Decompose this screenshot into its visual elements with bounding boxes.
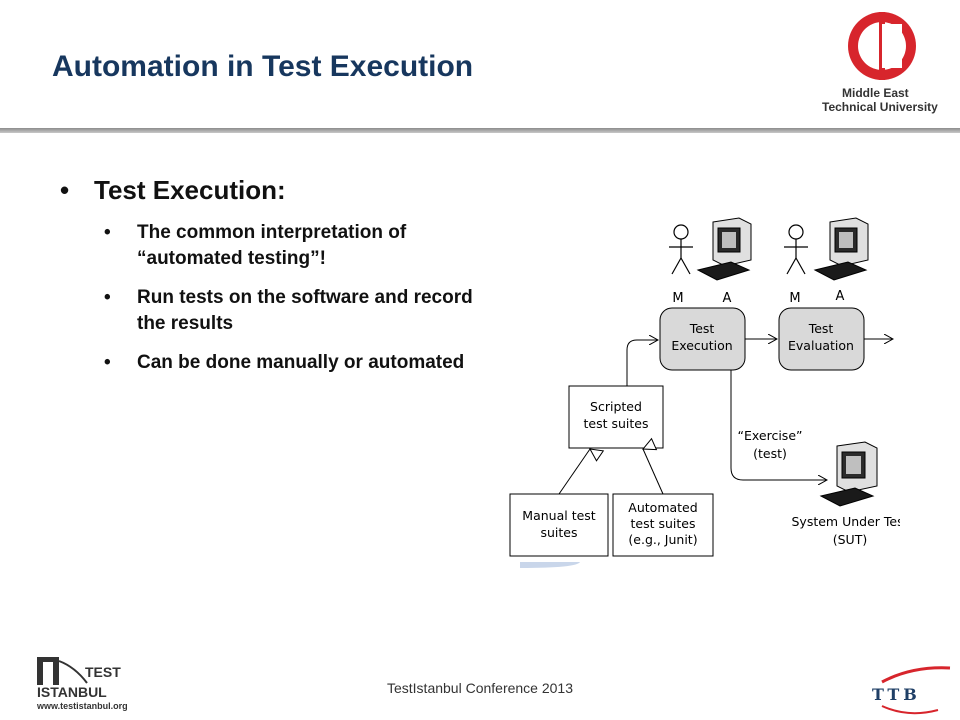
- ttb-text: TTB: [872, 685, 921, 704]
- exercise-arrow: [730, 370, 827, 480]
- sut-label: (SUT): [833, 532, 867, 547]
- automated-suites-label: test suites: [631, 516, 696, 531]
- flow-arrow: [626, 340, 658, 386]
- exercise-label: “Exercise”: [738, 428, 803, 443]
- ttb-logo: TTB: [872, 666, 951, 715]
- university-name-line1: Middle East: [842, 86, 909, 100]
- sut-computer-icon: [819, 441, 878, 507]
- exercise-label: (test): [753, 446, 787, 461]
- footer-conference: TestIstanbul Conference 2013: [386, 680, 573, 696]
- scripted-suites-label: test suites: [584, 416, 649, 431]
- manual-suites-label: Manual test: [522, 508, 595, 523]
- manual-marker-label: M: [789, 291, 800, 306]
- bullet-list: Test Execution: The common interpretatio…: [60, 175, 500, 389]
- slide-header: Automation in Test Execution Middle East…: [0, 0, 960, 128]
- test-execution-label: Execution: [671, 338, 732, 353]
- generalization-arrow: [558, 449, 590, 495]
- test-evaluation-label: Evaluation: [788, 338, 854, 353]
- computer-icon: [813, 217, 869, 281]
- logo-url: www.testistanbul.org: [37, 701, 128, 711]
- slide-title: Automation in Test Execution: [52, 50, 474, 83]
- automated-marker-label: A: [723, 291, 732, 306]
- sut-label: System Under Test: [791, 514, 900, 529]
- sub-bullet: The common interpretation of “automated …: [60, 220, 500, 272]
- logo-istanbul-text: ISTANBUL: [37, 684, 107, 700]
- sub-bullet: Run tests on the software and record the…: [60, 285, 500, 337]
- scripted-suites-label: Scripted: [590, 399, 642, 414]
- main-bullet: Test Execution:: [60, 175, 500, 206]
- computer-icon: [696, 217, 752, 281]
- automated-suites-label: (e.g., Junit): [628, 532, 697, 547]
- testistanbul-logo: TEST ISTANBUL: [37, 657, 121, 700]
- sub-bullet-list: The common interpretation of “automated …: [60, 220, 500, 376]
- header-divider: [0, 128, 960, 133]
- manual-suites-box: [509, 493, 609, 557]
- test-execution-diagram: M A M A Test Execution Test Evaluation S…: [509, 217, 900, 568]
- automated-suites-label: Automated: [628, 500, 697, 515]
- scripted-suites-box: [568, 385, 664, 449]
- automated-suites-box: [612, 493, 714, 557]
- test-execution-label: Test: [689, 321, 715, 336]
- manual-marker-label: M: [672, 291, 683, 306]
- actor-icon: [784, 224, 808, 275]
- test-evaluation-label: Test: [808, 321, 834, 336]
- sub-bullet: Can be done manually or automated: [60, 350, 500, 376]
- automated-marker-label: A: [836, 289, 845, 304]
- logo-test-text: TEST: [85, 664, 121, 680]
- university-logo: [848, 12, 916, 80]
- decorative-artifact: [520, 562, 580, 568]
- actor-icon: [669, 224, 693, 275]
- university-name-line2: Technical University: [822, 100, 938, 114]
- manual-suites-label: suites: [540, 525, 577, 540]
- generalization-arrow: [643, 449, 664, 495]
